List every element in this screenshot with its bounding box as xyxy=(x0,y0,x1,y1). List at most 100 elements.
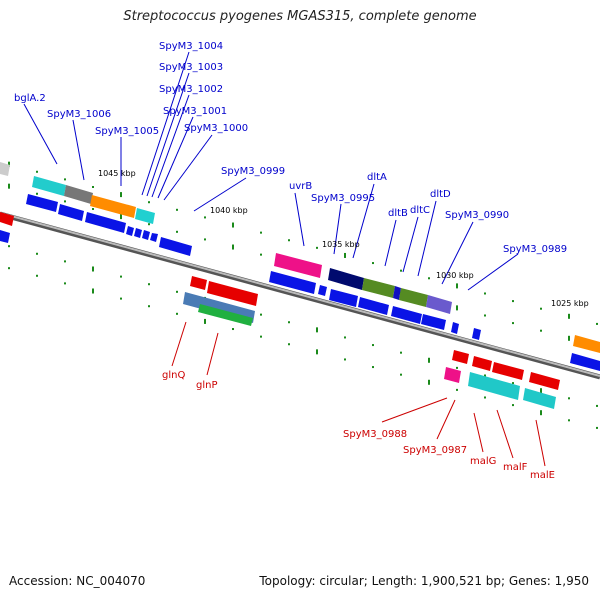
guide-dot xyxy=(372,344,374,347)
guide-dot xyxy=(456,388,458,391)
forward-gene-arrows xyxy=(0,194,600,371)
map-title: Streptococcus pyogenes MGAS315, complete… xyxy=(123,9,477,24)
guide-dot xyxy=(260,231,262,234)
guide-dot xyxy=(596,426,598,429)
gene-label-dltB: dltB xyxy=(388,208,408,219)
tick-label-1030: 1030 kbp xyxy=(436,271,474,280)
guide-dot xyxy=(64,282,66,285)
guide-dot xyxy=(148,305,150,308)
tick-label-1035: 1035 kbp xyxy=(322,240,360,249)
guide-dot xyxy=(540,307,542,310)
guide-dot xyxy=(204,238,206,241)
guide-dot xyxy=(484,374,486,377)
guide-dot xyxy=(176,312,178,315)
guide-dot xyxy=(288,343,290,346)
genome-stats-text: Topology: circular; Length: 1,900,521 bp… xyxy=(259,574,589,588)
guide-dot xyxy=(512,382,514,385)
guide-dot xyxy=(120,275,122,278)
guide-dot xyxy=(120,192,122,198)
guide-dot xyxy=(484,314,486,317)
forward-gene-labels: bglA.2 SpyM3_1006 SpyM3_1005 SpyM3_1004 … xyxy=(14,41,567,255)
gene-label-spym3-0999: SpyM3_0999 xyxy=(221,166,285,177)
guide-dot xyxy=(260,335,262,338)
tick-label-1025: 1025 kbp xyxy=(551,299,589,308)
guide-dot xyxy=(120,214,122,220)
accession-text: Accession: NC_004070 xyxy=(9,574,146,588)
gene-label-spym3-1002: SpyM3_1002 xyxy=(159,84,223,95)
guide-dot xyxy=(92,185,94,188)
guide-dot xyxy=(120,297,122,300)
guide-dot xyxy=(64,260,66,263)
guide-dot xyxy=(36,192,38,195)
gene-label-spym3-0987: SpyM3_0987 xyxy=(403,445,467,456)
guide-dot xyxy=(260,313,262,316)
gene-label-malF: malF xyxy=(503,462,528,473)
guide-dot xyxy=(232,244,234,250)
guide-dot xyxy=(568,419,570,422)
guide-dot xyxy=(456,305,458,311)
guide-dot xyxy=(568,335,570,341)
gene-label-dltD: dltD xyxy=(430,189,451,200)
guide-dot xyxy=(400,269,402,272)
guide-dot xyxy=(484,396,486,399)
gene-label-spym3-0988: SpyM3_0988 xyxy=(343,429,407,440)
gene-label-spym3-1000: SpyM3_1000 xyxy=(184,123,248,134)
guide-dot xyxy=(36,274,38,277)
gene-label-spym3-1003: SpyM3_1003 xyxy=(159,62,223,73)
gene-label-spym3-0989: SpyM3_0989 xyxy=(503,244,567,255)
gene-label-malG: malG xyxy=(470,456,496,467)
guide-dot xyxy=(400,373,402,376)
guide-dot xyxy=(512,404,514,407)
feature-boxes xyxy=(0,162,600,409)
guide-dot xyxy=(428,357,430,363)
gene-label-spym3-0990: SpyM3_0990 xyxy=(445,210,509,221)
guide-dot xyxy=(232,328,234,331)
reverse-gene-arrows xyxy=(0,212,560,390)
guide-dot xyxy=(344,358,346,361)
guide-dot xyxy=(288,239,290,242)
gene-label-spym3-1006: SpyM3_1006 xyxy=(47,109,111,120)
gene-label-bglA2: bglA.2 xyxy=(14,93,46,104)
guide-dot xyxy=(512,322,514,325)
guide-dot xyxy=(232,222,234,228)
tick-label-1045: 1045 kbp xyxy=(98,169,136,178)
gene-label-spym3-1005: SpyM3_1005 xyxy=(95,126,159,137)
tick-label-1040: 1040 kbp xyxy=(210,206,248,215)
gene-label-spym3-1004: SpyM3_1004 xyxy=(159,41,223,52)
genome-backbone xyxy=(0,211,600,380)
gene-label-spym3-1001: SpyM3_1001 xyxy=(163,106,227,117)
label-leader-lines xyxy=(23,51,546,467)
guide-dot xyxy=(64,200,66,203)
guide-dot xyxy=(92,207,94,210)
guide-dot xyxy=(316,349,318,355)
gene-label-malE: malE xyxy=(530,470,555,481)
guide-dot xyxy=(344,252,346,258)
guide-dot xyxy=(92,288,94,294)
guide-dot xyxy=(8,245,10,248)
guide-dot xyxy=(8,267,10,270)
guide-dot xyxy=(204,216,206,219)
guide-dot xyxy=(372,366,374,369)
guide-dot xyxy=(540,410,542,416)
guide-dot xyxy=(176,290,178,293)
guide-dot xyxy=(540,388,542,394)
guide-dot xyxy=(316,327,318,333)
guide-dot xyxy=(8,161,10,167)
gene-label-dltC: dltC xyxy=(410,205,430,216)
guide-dot xyxy=(148,283,150,286)
guide-dot xyxy=(456,283,458,289)
guide-dot xyxy=(92,266,94,272)
guide-dot xyxy=(64,178,66,181)
guide-dot xyxy=(372,262,374,265)
gene-label-glnQ: glnQ xyxy=(162,370,185,381)
guide-dot xyxy=(428,379,430,385)
gene-label-glnP: glnP xyxy=(196,380,218,391)
guide-dot xyxy=(512,300,514,303)
guide-dot xyxy=(288,321,290,324)
guide-dot xyxy=(148,223,150,226)
gene-label-spym3-0995: SpyM3_0995 xyxy=(311,193,375,204)
guide-dot xyxy=(36,170,38,173)
guide-dot xyxy=(540,329,542,332)
guide-dot xyxy=(456,366,458,369)
